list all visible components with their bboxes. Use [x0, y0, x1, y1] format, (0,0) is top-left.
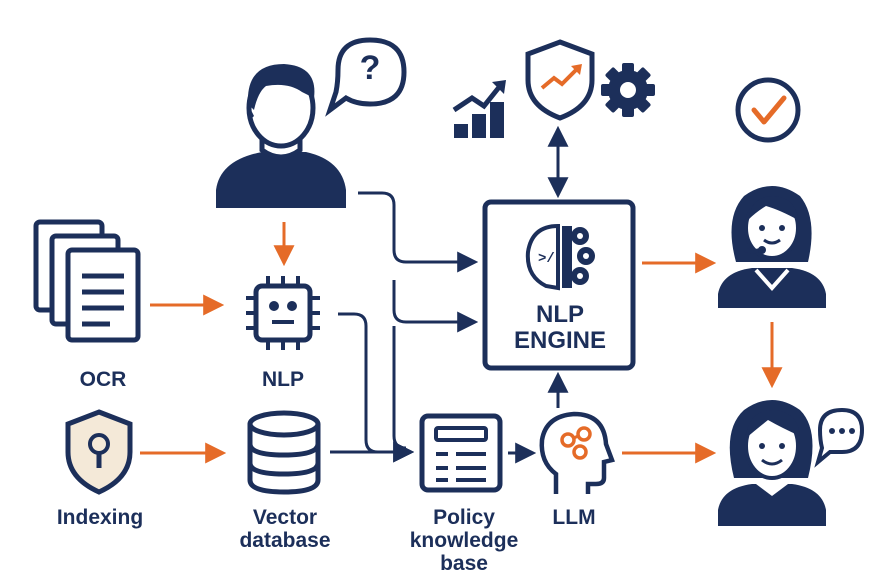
label-llm: LLM [552, 506, 596, 529]
arrow-merge-down [392, 326, 407, 450]
shield-trend-icon [525, 39, 595, 121]
database-icon [247, 410, 321, 495]
arrow-nlp-to-policy [338, 312, 415, 463]
chip-icon [246, 276, 320, 350]
policy-document-icon [419, 413, 503, 493]
question-mark: ? [359, 49, 381, 87]
documents-icon [33, 219, 141, 343]
gear-icon [601, 63, 655, 117]
label-ocr: OCR [79, 368, 127, 391]
brain-icon: >/ [525, 223, 595, 291]
label-indexing: Indexing [56, 506, 144, 529]
chat-bubble-icon [814, 407, 865, 468]
arrows-orange [140, 222, 783, 464]
engine-title-line1: NLP [536, 301, 584, 328]
svg-text:>/: >/ [538, 251, 555, 267]
label-nlp: NLP [262, 368, 304, 391]
ai-head-icon [539, 411, 615, 494]
shield-lock-icon [65, 409, 133, 495]
support-agent-icon [718, 186, 826, 308]
label-policy-knowledge-base: Policy knowledge base [409, 506, 519, 575]
engine-title-line2: ENGINE [513, 327, 606, 354]
arrow-merge-to-engine [392, 280, 479, 333]
arrow-user-to-engine [358, 191, 479, 273]
speech-bubble-icon [325, 37, 407, 117]
customer-icon [718, 400, 826, 526]
label-vector-database: Vector database [239, 506, 331, 552]
user-icon [216, 64, 346, 208]
growth-chart-icon [452, 80, 506, 138]
check-circle-icon [735, 77, 801, 143]
arrows-navy [330, 125, 569, 464]
